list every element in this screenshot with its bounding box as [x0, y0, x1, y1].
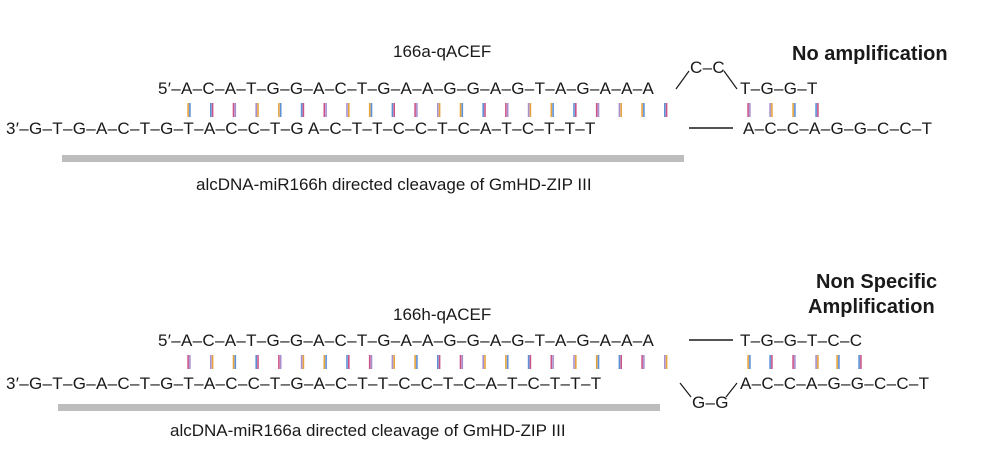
base-pair-mark [368, 103, 373, 117]
base-pair-mark [391, 355, 396, 369]
pair-marks-panel-2 [187, 355, 862, 369]
base-pair-mark [550, 355, 554, 369]
base-pair-mark [747, 355, 751, 369]
result-label-amplification: Amplification [808, 296, 935, 318]
base-pair-mark [836, 355, 840, 369]
base-pair-mark [278, 355, 282, 369]
base-pair-mark [527, 103, 532, 117]
base-pair-mark [300, 103, 305, 117]
base-pair-mark [505, 103, 509, 117]
bulge-connector-right-panel-1 [723, 70, 738, 90]
base-pair-mark [858, 355, 862, 369]
bottom-bulge-panel-2: G–G [692, 393, 729, 412]
caption-panel-2: alcDNA-miR166a directed cleavage of GmHD… [170, 421, 566, 440]
base-pair-mark [187, 103, 191, 117]
base-pair-mark [792, 103, 796, 117]
bottom-strand-panel-1: 3′–G–T–G–A–C–T–G–T–A–C–C–T–G A–C–T–T–C–C… [6, 119, 596, 138]
caption-panel-1: alcDNA-miR166h directed cleavage of GmHD… [196, 175, 592, 194]
base-pair-mark [414, 103, 418, 117]
probe-label-166h: 166h-qACEF [393, 305, 491, 324]
cleavage-bar-panel-1 [62, 155, 684, 162]
base-pair-mark [210, 103, 214, 117]
bottom-tail-panel-2: A–C–C–A–G–G–C–C–T [740, 374, 929, 393]
base-pair-mark [769, 103, 773, 117]
probe-label-166a: 166a-qACEF [393, 42, 491, 61]
bulge-connector-right-panel-2 [725, 382, 738, 398]
base-pair-mark [641, 103, 645, 117]
base-pair-mark [391, 103, 396, 117]
base-pair-mark [436, 103, 441, 117]
bottom-strand-panel-2: 3′–G–T–G–A–C–T–G–T–A–C–C–T–G–A–C–T–T–C–C… [6, 374, 601, 393]
top-bulge-panel-1: C–C [690, 58, 725, 77]
base-pair-mark [255, 103, 259, 117]
base-pair-mark [663, 103, 668, 117]
base-pair-mark [482, 355, 486, 369]
base-pair-mark [232, 355, 237, 369]
pair-marks-panel-1 [187, 103, 819, 117]
result-label-no-amplification: No amplification [792, 43, 948, 65]
top-tail-panel-2: T–G–G–T–C–C [740, 331, 862, 350]
base-pair-mark [210, 355, 214, 369]
panel-1: 166a-qACEF No amplification 5′–A–C–A–T–G… [6, 42, 948, 194]
base-pair-mark [346, 355, 350, 369]
top-strand-panel-2: 5′–A–C–A–T–G–G–A–C–T–G–A–A–G–G–A–G–T–A–G… [158, 331, 654, 350]
base-pair-mark [792, 355, 796, 369]
cleavage-bar-panel-2 [58, 404, 660, 411]
base-pair-mark [618, 355, 623, 369]
base-pair-mark [769, 355, 773, 369]
base-pair-mark [459, 355, 464, 369]
base-pair-mark [595, 355, 600, 369]
top-strand-panel-1: 5′–A–C–A–T–G–G–A–C–T–G–A–A–G–G–A–G–T–A–G… [158, 79, 654, 98]
base-pair-mark [815, 103, 819, 117]
base-pair-mark [232, 103, 237, 117]
base-pair-mark [595, 103, 600, 117]
bulge-connector-left-panel-2 [679, 382, 692, 398]
base-pair-mark [618, 103, 623, 117]
base-pair-mark [436, 355, 441, 369]
base-pair-mark [505, 355, 509, 369]
base-pair-mark [255, 355, 259, 369]
base-pair-mark [641, 355, 645, 369]
top-tail-panel-1: T–G–G–T [740, 79, 818, 98]
base-pair-mark [815, 355, 819, 369]
base-pair-mark [527, 355, 532, 369]
base-pair-mark [663, 355, 668, 369]
base-pair-mark [482, 103, 486, 117]
base-pair-mark [747, 103, 751, 117]
bulge-connector-left-panel-1 [675, 70, 690, 90]
base-pair-mark [278, 103, 282, 117]
base-pair-mark [414, 355, 418, 369]
result-label-non-specific: Non Specific [816, 271, 937, 293]
bottom-tail-panel-1: A–C–C–A–G–G–C–C–T [743, 119, 932, 138]
base-pair-mark [346, 103, 350, 117]
base-pair-mark [368, 355, 373, 369]
base-pair-mark [300, 355, 305, 369]
base-pair-mark [550, 103, 554, 117]
base-pair-mark [573, 355, 577, 369]
base-pair-mark [573, 103, 577, 117]
panel-2: Non Specific Amplification 166h-qACEF 5′… [6, 271, 937, 440]
base-pair-mark [459, 103, 464, 117]
base-pair-mark [187, 355, 191, 369]
base-pair-mark [323, 355, 327, 369]
base-pair-mark [323, 103, 327, 117]
